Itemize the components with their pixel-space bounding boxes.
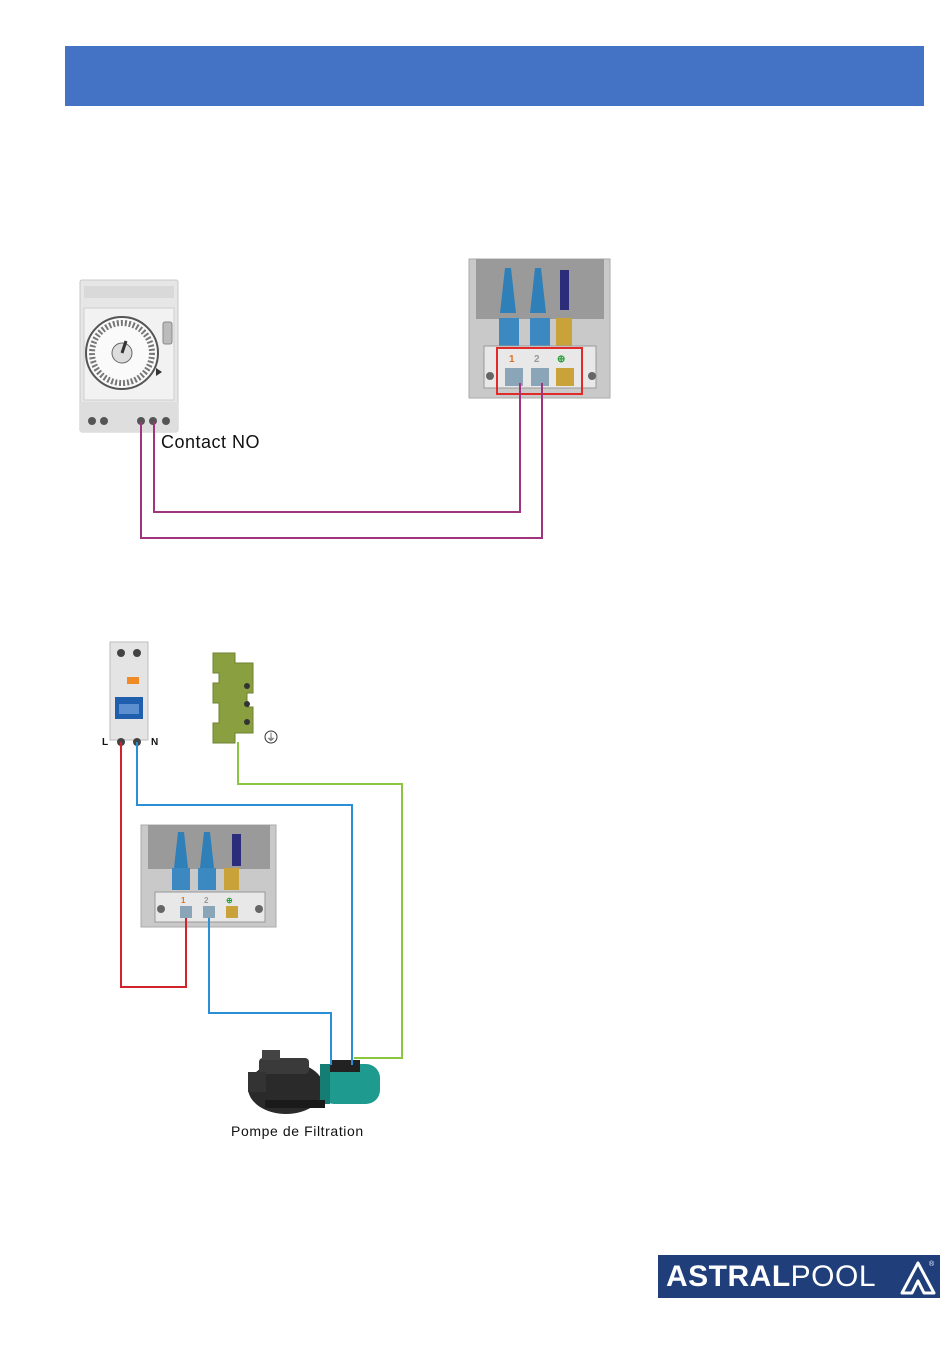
contact-no-label: Contact NO [161,432,260,453]
astralpool-logo: ASTRALPOOL ® [658,1255,940,1298]
logo-triangle-icon: ® [898,1257,938,1297]
contact-wires [141,383,542,538]
logo-registered: ® [929,1260,935,1268]
terminal-block-photo-2: 1 2 ⊕ [141,825,276,927]
terminal-1-label-b: 1 [181,896,186,905]
terminal-1-label-a: 1 [509,354,515,365]
terminal-2-label-a: 2 [534,354,540,365]
terminal-2-label-b: 2 [204,896,209,905]
logo-text-bold: ASTRAL [666,1260,791,1293]
earth-terminal-bar: ⏚ [213,653,277,744]
filtration-pump [248,1050,380,1114]
breaker-line-label: L [102,737,108,748]
timer-device [80,280,178,432]
earth-symbol: ⏚ [266,732,276,744]
logo-text-regular: POOL [791,1260,876,1293]
terminal-earth-label-a: ⊕ [557,354,565,365]
contact-wire-2 [141,383,542,538]
terminal-block-photo-1: 1 2 ⊕ [469,259,610,398]
neutral-wire-to-pump [209,918,331,1065]
breaker-neutral-label: N [151,737,158,748]
terminal-earth-label-b: ⊕ [226,896,233,905]
pump-label: Pompe de Filtration [231,1123,364,1139]
circuit-breaker [110,642,148,746]
